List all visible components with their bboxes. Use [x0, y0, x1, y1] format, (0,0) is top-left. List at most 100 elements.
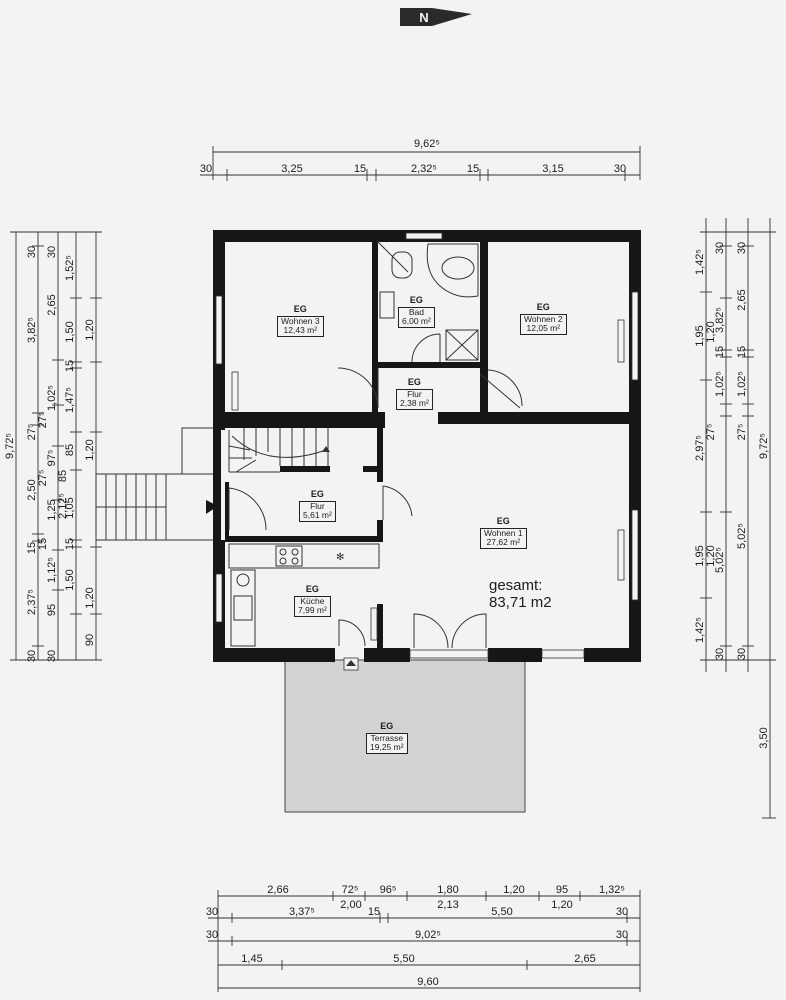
dim-right-2-4: 27⁵ — [705, 424, 717, 441]
dim-right-1-4: 1,42⁵ — [694, 617, 706, 643]
dim-bottom-1-3: 1,80 — [437, 884, 458, 896]
room-area: 7,99 m² — [298, 605, 327, 616]
dim-left-3-6-30: 30 — [46, 650, 58, 662]
extractor-icon: ✻ — [336, 552, 344, 563]
dim-bottom-4-1: 5,50 — [393, 953, 414, 965]
dim-left-4-6: 15 — [64, 538, 76, 550]
dim-right-3-5: 5,02⁵ — [736, 523, 748, 549]
room-name: Wohnen 2 — [524, 313, 563, 324]
dim-right-3-1: 2,65 — [736, 289, 748, 310]
dim-bottom-1-5: 95 — [556, 884, 568, 896]
dim-left-4-4: 85 — [64, 444, 76, 456]
dim-left-4b-1: 85 — [57, 470, 69, 482]
room-area: 12,05 m² — [526, 323, 561, 334]
dim-bottom-4-0: 1,45 — [241, 953, 262, 965]
dim-bottom-1-0: 2,66 — [267, 884, 288, 896]
dim-left-5-1: 1,20 — [84, 439, 96, 460]
dim-right-2-2: 15 — [714, 346, 726, 358]
room-floor: EG — [310, 489, 324, 499]
dim-right-1-2: 2,97⁵ — [694, 435, 706, 461]
dim-bottom-3-2: 30 — [616, 929, 628, 941]
dim-bottom-1-2: 96⁵ — [380, 884, 397, 896]
room-name: Küche — [300, 595, 325, 606]
dim-top-2-2: 15 — [354, 163, 366, 175]
dim-right-3-2: 15 — [736, 346, 748, 358]
dim-left-3-2: 97⁵ — [46, 450, 58, 467]
dim-bottom-1b-2: 1,20 — [551, 899, 572, 911]
dim-top-total: 9,62⁵ — [414, 138, 440, 150]
dim-left-3-0-30: 30 — [46, 246, 58, 258]
dim-bottom-1-4: 1,20 — [503, 884, 524, 896]
total-value: 83,71 m2 — [489, 593, 552, 611]
room-area: 2,38 m² — [400, 398, 429, 409]
dim-right-3-6: 30 — [736, 648, 748, 660]
dim-right-2-0: 30 — [714, 242, 726, 254]
dim-right-3-4: 27⁵ — [736, 424, 748, 441]
dim-right-2-3: 1,02⁵ — [714, 371, 726, 397]
dim-left-5-3: 90 — [84, 634, 96, 646]
windows — [215, 232, 639, 659]
dim-bottom-2-4: 30 — [616, 906, 628, 918]
room-floor: EG — [380, 721, 394, 731]
room-floor: EG — [536, 302, 550, 312]
dim-left-4-2: 15 — [64, 360, 76, 372]
north-label: N — [419, 10, 428, 25]
doors — [228, 333, 523, 671]
dim-left-3-5: 95 — [46, 604, 58, 616]
dim-left-1-0: 9,72⁵ — [4, 433, 16, 459]
dim-left-2-4: 15 — [26, 542, 38, 554]
dim-right-2-6: 30 — [714, 648, 726, 660]
dim-bottom-2-2: 15 — [368, 906, 380, 918]
dim-bottom-2-0: 30 — [206, 906, 218, 918]
total-area: gesamt: 83,71 m2 — [489, 577, 552, 611]
dim-left-3b-1: 27⁵ — [37, 470, 49, 487]
dim-bottom-2-3: 5,50 — [491, 906, 512, 918]
dim-right-2-1: 1,20 — [705, 321, 717, 342]
dim-left-2-5: 2,37⁵ — [26, 589, 38, 615]
dim-top-2-6: 30 — [614, 163, 626, 175]
room-area: 5,61 m² — [303, 510, 332, 521]
bottom-dimensions: 2,66 72⁵ 96⁵ 1,80 1,20 95 1,32⁵ 2,00 2,1… — [206, 884, 641, 992]
dim-right-1-3: 1,95 — [694, 545, 706, 566]
outer-walls — [213, 230, 641, 662]
room-name: Terrasse — [370, 732, 404, 743]
dim-left-2-3: 2,50 — [26, 479, 38, 500]
room-area: 19,25 m² — [370, 742, 404, 753]
dim-left-2-6: 30 — [26, 650, 38, 662]
dim-left-5-2: 1,20 — [84, 587, 96, 608]
room-name: Bad — [408, 306, 424, 317]
kitchen-fixtures: ✻ — [228, 543, 380, 647]
bathroom-fixtures — [377, 241, 479, 361]
dim-left-4-7: 1,50 — [64, 569, 76, 590]
dim-left-4-3: 1,47⁵ — [64, 387, 76, 413]
dim-bottom-1-6: 1,32⁵ — [599, 884, 625, 896]
dim-bottom-1-1: 72⁵ — [342, 884, 359, 896]
dim-left-3-0: 2,65 — [46, 294, 58, 315]
dim-right-4-0: 9,72⁵ — [758, 433, 770, 459]
dim-right-1-0: 1,42⁵ — [694, 249, 706, 275]
top-dimensions: 9,62⁵ 30 3,25 15 2,32⁵ 15 3,15 30 — [200, 138, 641, 181]
dim-left-4b-0: 1,05 — [64, 497, 76, 518]
north-arrow-icon: N — [400, 8, 472, 26]
room-floor: EG — [407, 377, 421, 387]
room-name: Wohnen 3 — [281, 315, 320, 326]
dim-top-2-1: 3,25 — [281, 163, 302, 175]
room-floor: EG — [293, 304, 307, 314]
dim-bottom-1b-1: 2,13 — [437, 899, 458, 911]
dim-top-2-5: 3,15 — [542, 163, 563, 175]
room-name: Flur — [407, 388, 422, 399]
dim-right-2b-0: 3,82⁵ — [714, 307, 726, 333]
dim-bottom-1b-0: 2,00 — [340, 899, 361, 911]
total-label: gesamt: — [489, 577, 543, 594]
dim-left-4-1: 1,50 — [64, 321, 76, 342]
entrance-arrow-icon — [206, 500, 218, 514]
dim-right-1-1: 1,95 — [694, 325, 706, 346]
